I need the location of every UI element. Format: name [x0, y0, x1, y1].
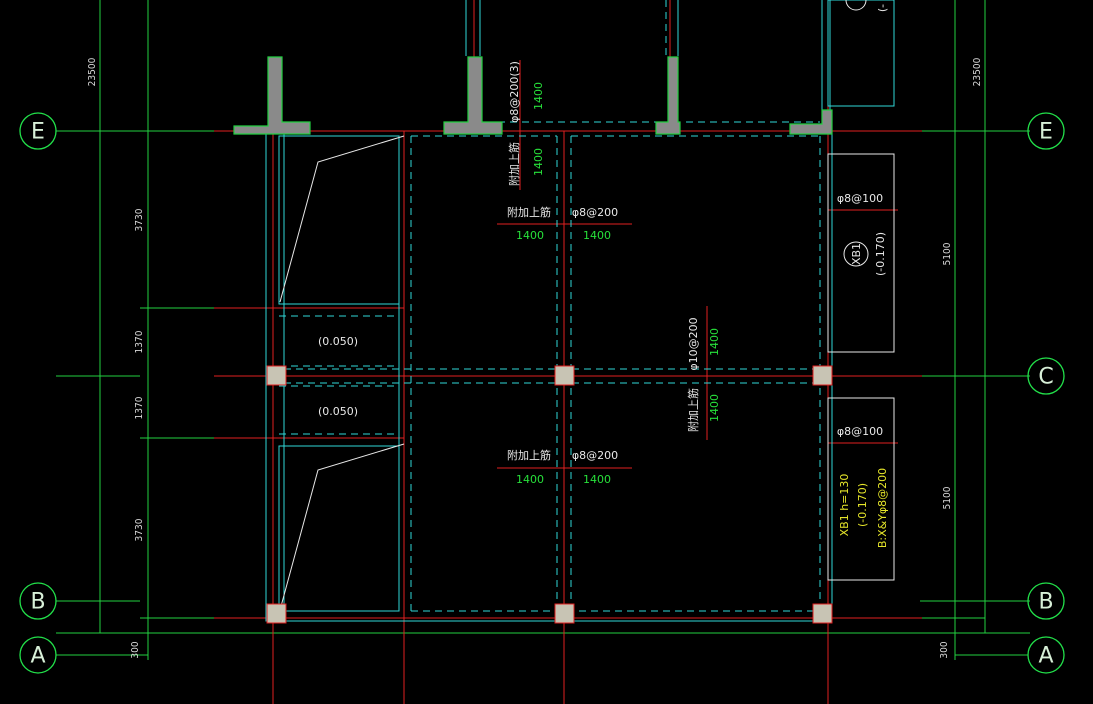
axis-label-c-right: C	[1038, 365, 1053, 390]
right-bottom-rebar: φ8@100	[837, 425, 883, 438]
top-right-partial: (-	[876, 4, 889, 12]
axis-label-b-right: B	[1038, 590, 1053, 615]
dim-3730-bottom: 3730	[134, 518, 145, 541]
dim-300-right: 300	[939, 641, 950, 658]
right-bottom-bars: B:X&Yφ8@200	[876, 468, 889, 548]
axis-bubble-a-right: A	[1027, 636, 1065, 674]
shear-walls	[233, 56, 833, 135]
rebar-lower-horizontal: φ8@200	[572, 449, 618, 462]
dim-5100-top: 5100	[942, 242, 953, 265]
additional-mid-vertical: 附加上筋	[686, 388, 700, 432]
axis-lines	[56, 0, 1030, 660]
axis-bubble-b-right: B	[1027, 582, 1065, 620]
dim-1370-bottom: 1370	[134, 396, 145, 419]
stair-sketches	[279, 135, 405, 611]
axis-bubble-b-left: B	[19, 582, 57, 620]
right-top-rebar: φ8@100	[837, 192, 883, 205]
axis-bubble-e-right: E	[1027, 112, 1065, 150]
additional-top-vertical-length: 1400	[532, 148, 545, 176]
axis-label-a-right: A	[1038, 644, 1053, 669]
additional-top-upper: 附加上筋	[507, 205, 551, 219]
axis-label-e-left: E	[31, 120, 45, 145]
length-lower-left: 1400	[516, 473, 544, 486]
slab-outlines	[265, 0, 895, 622]
axis-bubble-e-left: E	[19, 112, 57, 150]
rebar-top-vertical-length: 1400	[532, 82, 545, 110]
right-bottom-spec: XB1 h=130	[838, 474, 851, 537]
axis-bubble-c-right: C	[1027, 357, 1065, 395]
dim-5100-bottom: 5100	[942, 486, 953, 509]
columns	[266, 365, 833, 624]
length-upper-left: 1400	[516, 229, 544, 242]
dim-overall-left: 23500	[87, 57, 98, 86]
dimension-labels: 23500 23500 3730 1370 1370 3730 300 300 …	[87, 57, 983, 658]
rebar-upper-horizontal: φ8@200	[572, 206, 618, 219]
elevation-upper: (0.050)	[318, 335, 358, 348]
axis-label-e-right: E	[1039, 120, 1053, 145]
length-lower-right: 1400	[583, 473, 611, 486]
right-bottom-elevation: (-0.170)	[856, 483, 869, 527]
annotations: (0.050) (0.050) φ8@200(3) 1400 附加上筋 1400…	[318, 0, 889, 548]
elevation-lower: (0.050)	[318, 405, 358, 418]
rebar-mid-vertical-length: 1400	[708, 328, 721, 356]
rebar-top-vertical: φ8@200(3)	[508, 61, 521, 123]
rebar-mid-vertical: φ10@200	[687, 317, 700, 370]
dim-3730-top: 3730	[134, 208, 145, 231]
dim-300-left: 300	[130, 641, 141, 658]
axis-label-a-left: A	[30, 644, 45, 669]
dim-1370-top: 1370	[134, 330, 145, 353]
axis-bubble-a-left: A	[19, 636, 57, 674]
additional-top-vertical: 附加上筋	[507, 142, 521, 186]
additional-mid-vertical-length: 1400	[708, 394, 721, 422]
grid-lines	[214, 0, 922, 704]
right-top-elevation: (-0.170)	[874, 232, 887, 276]
length-upper-right: 1400	[583, 229, 611, 242]
axis-label-b-left: B	[30, 590, 45, 615]
additional-top-lower: 附加上筋	[507, 448, 551, 462]
dim-overall-right: 23500	[972, 57, 983, 86]
right-top-tag: XB1	[850, 243, 863, 265]
